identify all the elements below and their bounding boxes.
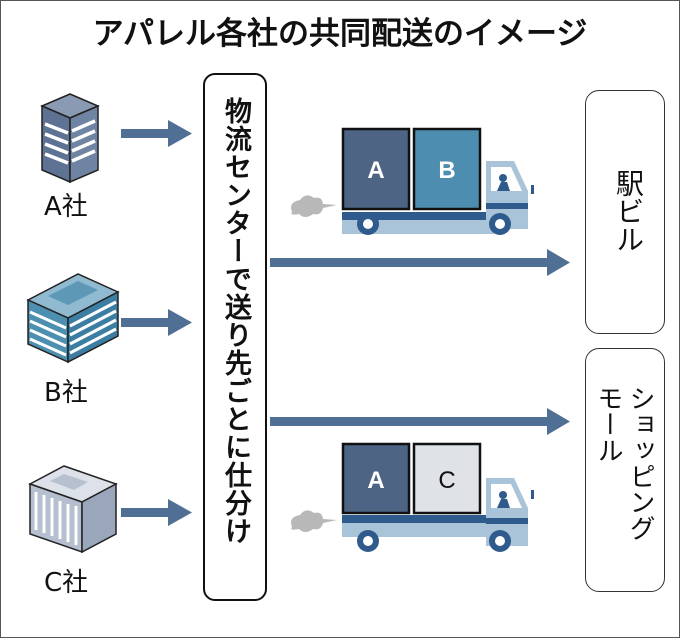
- destination-mall-label-line2: モール: [593, 385, 623, 463]
- arrow-a-to-center: [121, 120, 192, 147]
- cargo-box-a: [341, 127, 411, 211]
- logistics-center-box: 物流センターで送り先ごとに仕分け: [203, 73, 267, 601]
- arrow-b-to-center: [121, 309, 192, 336]
- company-b-label: B社: [44, 378, 88, 408]
- company-c-building-icon: [28, 465, 118, 554]
- cargo-box-b: [412, 127, 482, 211]
- company-c-label: C社: [44, 568, 89, 598]
- company-b-building-icon: [26, 273, 120, 364]
- diagram-title: アパレル各社の共同配送のイメージ: [92, 16, 588, 52]
- destination-station-label: 駅ビル: [612, 169, 645, 253]
- truck-2: [291, 442, 534, 552]
- exhaust-cloud-icon: [291, 195, 337, 217]
- exhaust-cloud-icon: [291, 510, 337, 532]
- destination-station-building: 駅ビル: [585, 90, 665, 334]
- cargo-label: C: [438, 467, 455, 494]
- destination-mall-label-line1: ショッピング: [625, 385, 655, 541]
- cargo-label: A: [367, 157, 384, 184]
- cargo-box-c: [412, 442, 482, 515]
- destination-shopping-mall: ショッピング モール: [585, 348, 665, 592]
- cargo-box-a: [341, 442, 411, 515]
- truck-1: [291, 127, 534, 235]
- arrow-center-to-station: [270, 249, 570, 276]
- company-a-building-icon: [40, 93, 100, 184]
- cargo-label: A: [367, 467, 384, 494]
- cargo-label: B: [438, 157, 455, 184]
- company-a-label: A社: [44, 192, 88, 222]
- arrow-center-to-mall: [270, 408, 570, 435]
- logistics-center-label: 物流センターで送り先ごとに仕分け: [220, 97, 251, 545]
- arrow-c-to-center: [121, 499, 192, 526]
